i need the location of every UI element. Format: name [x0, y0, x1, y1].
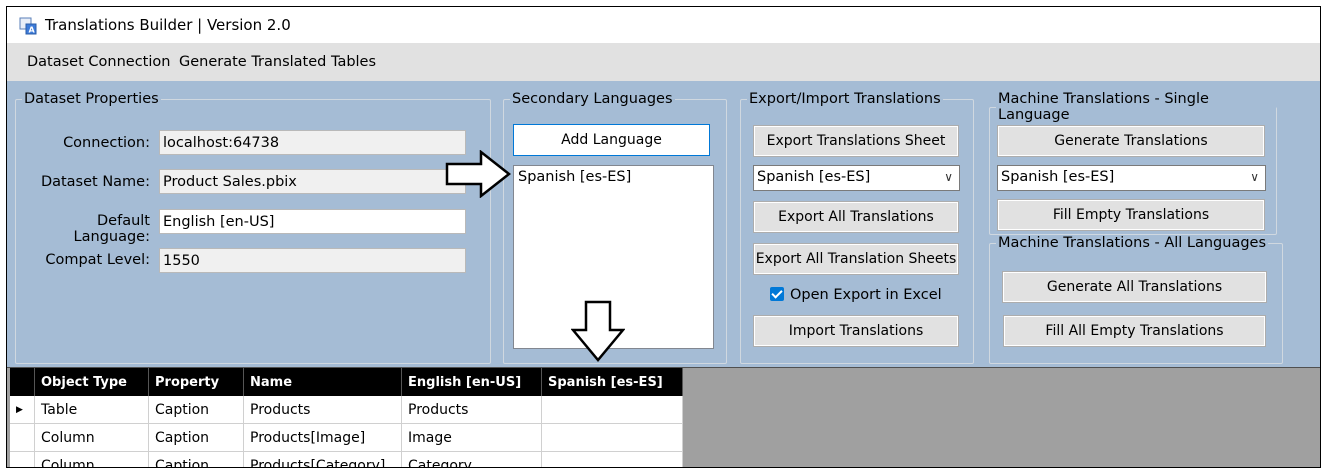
- export-all-translations-button[interactable]: Export All Translations: [753, 201, 959, 233]
- secondary-languages-list[interactable]: Spanish [es-ES]: [513, 165, 714, 349]
- connection-label: Connection:: [63, 135, 150, 151]
- secondary-languages-legend: Secondary Languages: [512, 91, 673, 107]
- cell-english[interactable]: Image: [401, 423, 542, 452]
- table-row[interactable]: ▶ Table Caption Products Products: [10, 396, 683, 424]
- generate-all-translations-button[interactable]: Generate All Translations: [1002, 271, 1267, 303]
- default-language-label: Default Language:: [73, 213, 150, 245]
- dataset-name-field[interactable]: [159, 169, 466, 194]
- machine-language-select-value: Spanish [es-ES]: [1001, 169, 1115, 185]
- compat-level-field[interactable]: [159, 248, 466, 273]
- row-header-corner: [10, 368, 35, 396]
- cell-name[interactable]: Products: [243, 396, 402, 424]
- open-in-excel-checkbox[interactable]: Open Export in Excel: [770, 287, 942, 303]
- arrow-right-icon: [445, 150, 511, 198]
- cell-property[interactable]: Caption: [148, 451, 244, 467]
- cell-name[interactable]: Products[Image]: [243, 423, 402, 452]
- column-header-object-type[interactable]: Object Type: [34, 368, 149, 396]
- machine-single-legend: Machine Translations - Single Language: [998, 91, 1209, 123]
- translations-grid-area: Object Type Property Name English [en-US…: [7, 367, 1320, 467]
- import-translations-button[interactable]: Import Translations: [753, 315, 959, 347]
- chevron-down-icon: ∨: [1250, 170, 1259, 184]
- cell-property[interactable]: Caption: [148, 423, 244, 452]
- default-language-field[interactable]: [159, 209, 466, 234]
- secondary-languages-group: Secondary Languages: [503, 91, 727, 364]
- fill-all-empty-translations-button[interactable]: Fill All Empty Translations: [1003, 315, 1266, 347]
- open-in-excel-label: Open Export in Excel: [790, 287, 942, 303]
- generate-translations-button[interactable]: Generate Translations: [997, 125, 1265, 157]
- cell-english[interactable]: Category: [401, 451, 542, 467]
- grid-header-row: Object Type Property Name English [en-US…: [10, 368, 683, 396]
- column-header-spanish[interactable]: Spanish [es-ES]: [541, 368, 683, 396]
- row-header: [10, 423, 35, 452]
- export-translations-sheet-button[interactable]: Export Translations Sheet: [753, 125, 959, 157]
- current-row-icon: ▶: [10, 396, 35, 424]
- cell-name[interactable]: Products[Category]: [243, 451, 402, 467]
- arrow-down-icon: [571, 300, 625, 362]
- menu-bar: Dataset Connection Generate Translated T…: [7, 43, 1320, 81]
- main-panel: Dataset Properties Connection: Dataset N…: [7, 81, 1320, 367]
- compat-level-label: Compat Level:: [45, 252, 150, 268]
- list-item[interactable]: Spanish [es-ES]: [518, 169, 632, 185]
- title-bar: A Translations Builder | Version 2.0: [7, 7, 1320, 43]
- chevron-down-icon: ∨: [944, 170, 953, 184]
- menu-generate-translated-tables[interactable]: Generate Translated Tables: [179, 54, 377, 70]
- column-header-property[interactable]: Property: [148, 368, 244, 396]
- export-language-select-value: Spanish [es-ES]: [757, 169, 871, 185]
- export-all-translation-sheets-button[interactable]: Export All Translation Sheets: [753, 243, 959, 275]
- cell-spanish[interactable]: [541, 423, 683, 452]
- fill-empty-translations-button[interactable]: Fill Empty Translations: [997, 199, 1265, 231]
- cell-english[interactable]: Products: [401, 396, 542, 424]
- machine-all-group: Machine Translations - All Languages: [989, 235, 1283, 364]
- dataset-name-label: Dataset Name:: [40, 174, 150, 190]
- app-window: A Translations Builder | Version 2.0 Dat…: [6, 6, 1321, 468]
- svg-text:A: A: [29, 26, 36, 35]
- connection-field[interactable]: [159, 130, 466, 155]
- machine-single-group: Machine Translations - Single Language: [989, 91, 1277, 235]
- cell-object-type[interactable]: Column: [34, 451, 149, 467]
- machine-all-legend: Machine Translations - All Languages: [998, 235, 1267, 251]
- cell-spanish[interactable]: [541, 396, 683, 424]
- export-import-legend: Export/Import Translations: [749, 91, 941, 107]
- dataset-properties-group: Dataset Properties: [15, 91, 491, 364]
- checkbox-checked-icon[interactable]: [770, 287, 784, 301]
- dataset-properties-legend: Dataset Properties: [24, 91, 159, 107]
- row-header: [10, 451, 35, 467]
- export-import-group: Export/Import Translations: [740, 91, 974, 364]
- cell-spanish[interactable]: [541, 451, 683, 467]
- export-language-select[interactable]: Spanish [es-ES] ∨: [753, 165, 960, 191]
- column-header-name[interactable]: Name: [243, 368, 402, 396]
- window-title: Translations Builder | Version 2.0: [45, 16, 291, 34]
- add-language-button[interactable]: Add Language: [513, 124, 710, 156]
- machine-language-select[interactable]: Spanish [es-ES] ∨: [997, 165, 1266, 191]
- cell-object-type[interactable]: Table: [34, 396, 149, 424]
- menu-dataset-connection[interactable]: Dataset Connection: [27, 54, 171, 70]
- column-header-english[interactable]: English [en-US]: [401, 368, 542, 396]
- table-row[interactable]: Column Caption Products[Category] Catego…: [10, 451, 683, 467]
- translate-app-icon: A: [19, 17, 37, 35]
- table-row[interactable]: Column Caption Products[Image] Image: [10, 423, 683, 452]
- cell-property[interactable]: Caption: [148, 396, 244, 424]
- cell-object-type[interactable]: Column: [34, 423, 149, 452]
- translations-grid[interactable]: Object Type Property Name English [en-US…: [10, 368, 683, 467]
